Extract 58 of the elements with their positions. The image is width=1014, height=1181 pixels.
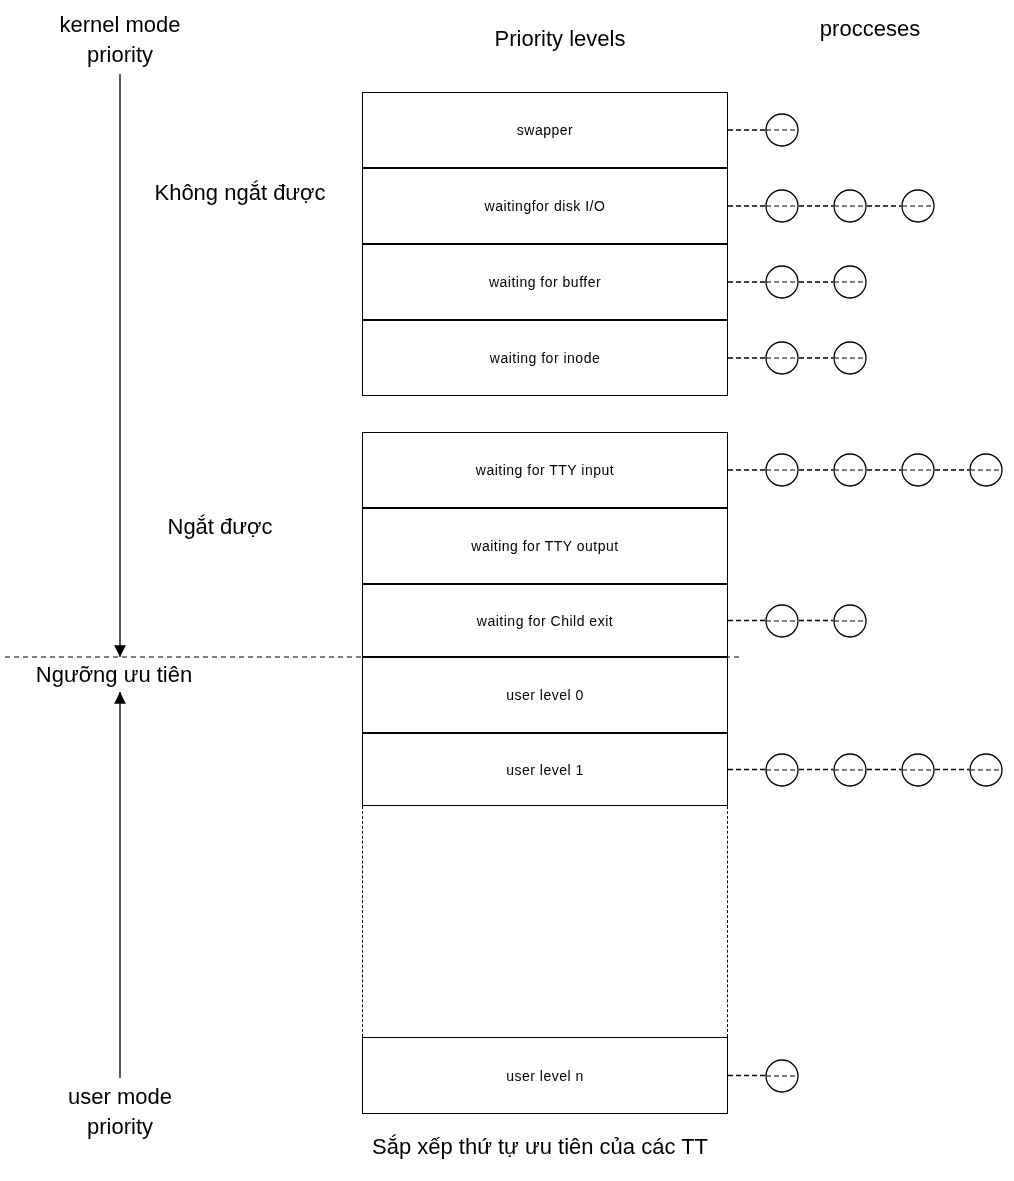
connector-line (727, 357, 766, 359)
process-circle (969, 453, 1003, 487)
priority-level-box: swapper (362, 92, 728, 168)
connector-line (798, 469, 834, 471)
connector-line (727, 281, 766, 283)
process-circle (765, 752, 799, 787)
process-circle (901, 752, 935, 787)
process-circle (833, 752, 867, 787)
caption: Sắp xếp thứ tự ưu tiên của các TT (370, 1133, 710, 1161)
connector-line (934, 768, 970, 771)
priority-level-box: waiting for buffer (362, 244, 728, 320)
process-circle (765, 341, 799, 375)
process-circle (901, 189, 935, 223)
connector-line (866, 205, 902, 207)
process-circle (833, 341, 867, 375)
connector-line (798, 619, 834, 622)
priority-label: kernel mode priority (40, 8, 200, 72)
process-circle (765, 1058, 799, 1093)
process-circle (833, 189, 867, 223)
priority-level-box: user level n (362, 1037, 728, 1114)
column-heading: Priority levels (493, 25, 627, 53)
connector-line (798, 768, 834, 771)
connector-line (798, 205, 834, 207)
process-circle (833, 453, 867, 487)
priority-level-box: waiting for TTY output (362, 508, 728, 584)
process-circle (765, 265, 799, 299)
priority-level-box: waiting for TTY input (362, 432, 728, 508)
group-label: Ngắt được (166, 513, 274, 541)
priority-level-box: waitingfor disk I/O (362, 168, 728, 244)
process-circle (969, 752, 1003, 787)
priority-label: user mode priority (40, 1080, 200, 1144)
connector-line (727, 619, 766, 622)
connector-line (727, 768, 766, 771)
connector-line (798, 281, 834, 283)
group-label: Không ngắt được (153, 179, 327, 207)
connector-line (866, 768, 902, 771)
priority-level-box: user level 1 (362, 733, 728, 806)
arrow (114, 73, 126, 658)
process-circle (901, 453, 935, 487)
priority-level-box: waiting for inode (362, 320, 728, 396)
priority-level-box: user level 0 (362, 657, 728, 733)
process-circle (765, 113, 799, 147)
connector-line (727, 129, 766, 131)
column-heading: procceses (818, 15, 922, 43)
threshold-label: Ngưỡng ưu tiên (14, 660, 214, 690)
process-circle (765, 189, 799, 223)
process-circle (765, 453, 799, 487)
connector-line (727, 469, 766, 471)
process-circle (765, 603, 799, 638)
connector-line (727, 205, 766, 207)
connector-line (866, 469, 902, 471)
connector-line (727, 1074, 766, 1077)
connector-line (934, 469, 970, 471)
arrow (114, 691, 126, 1079)
connector-line (798, 357, 834, 359)
process-circle (833, 603, 867, 638)
process-circle (833, 265, 867, 299)
priority-level-box: waiting for Child exit (362, 584, 728, 657)
